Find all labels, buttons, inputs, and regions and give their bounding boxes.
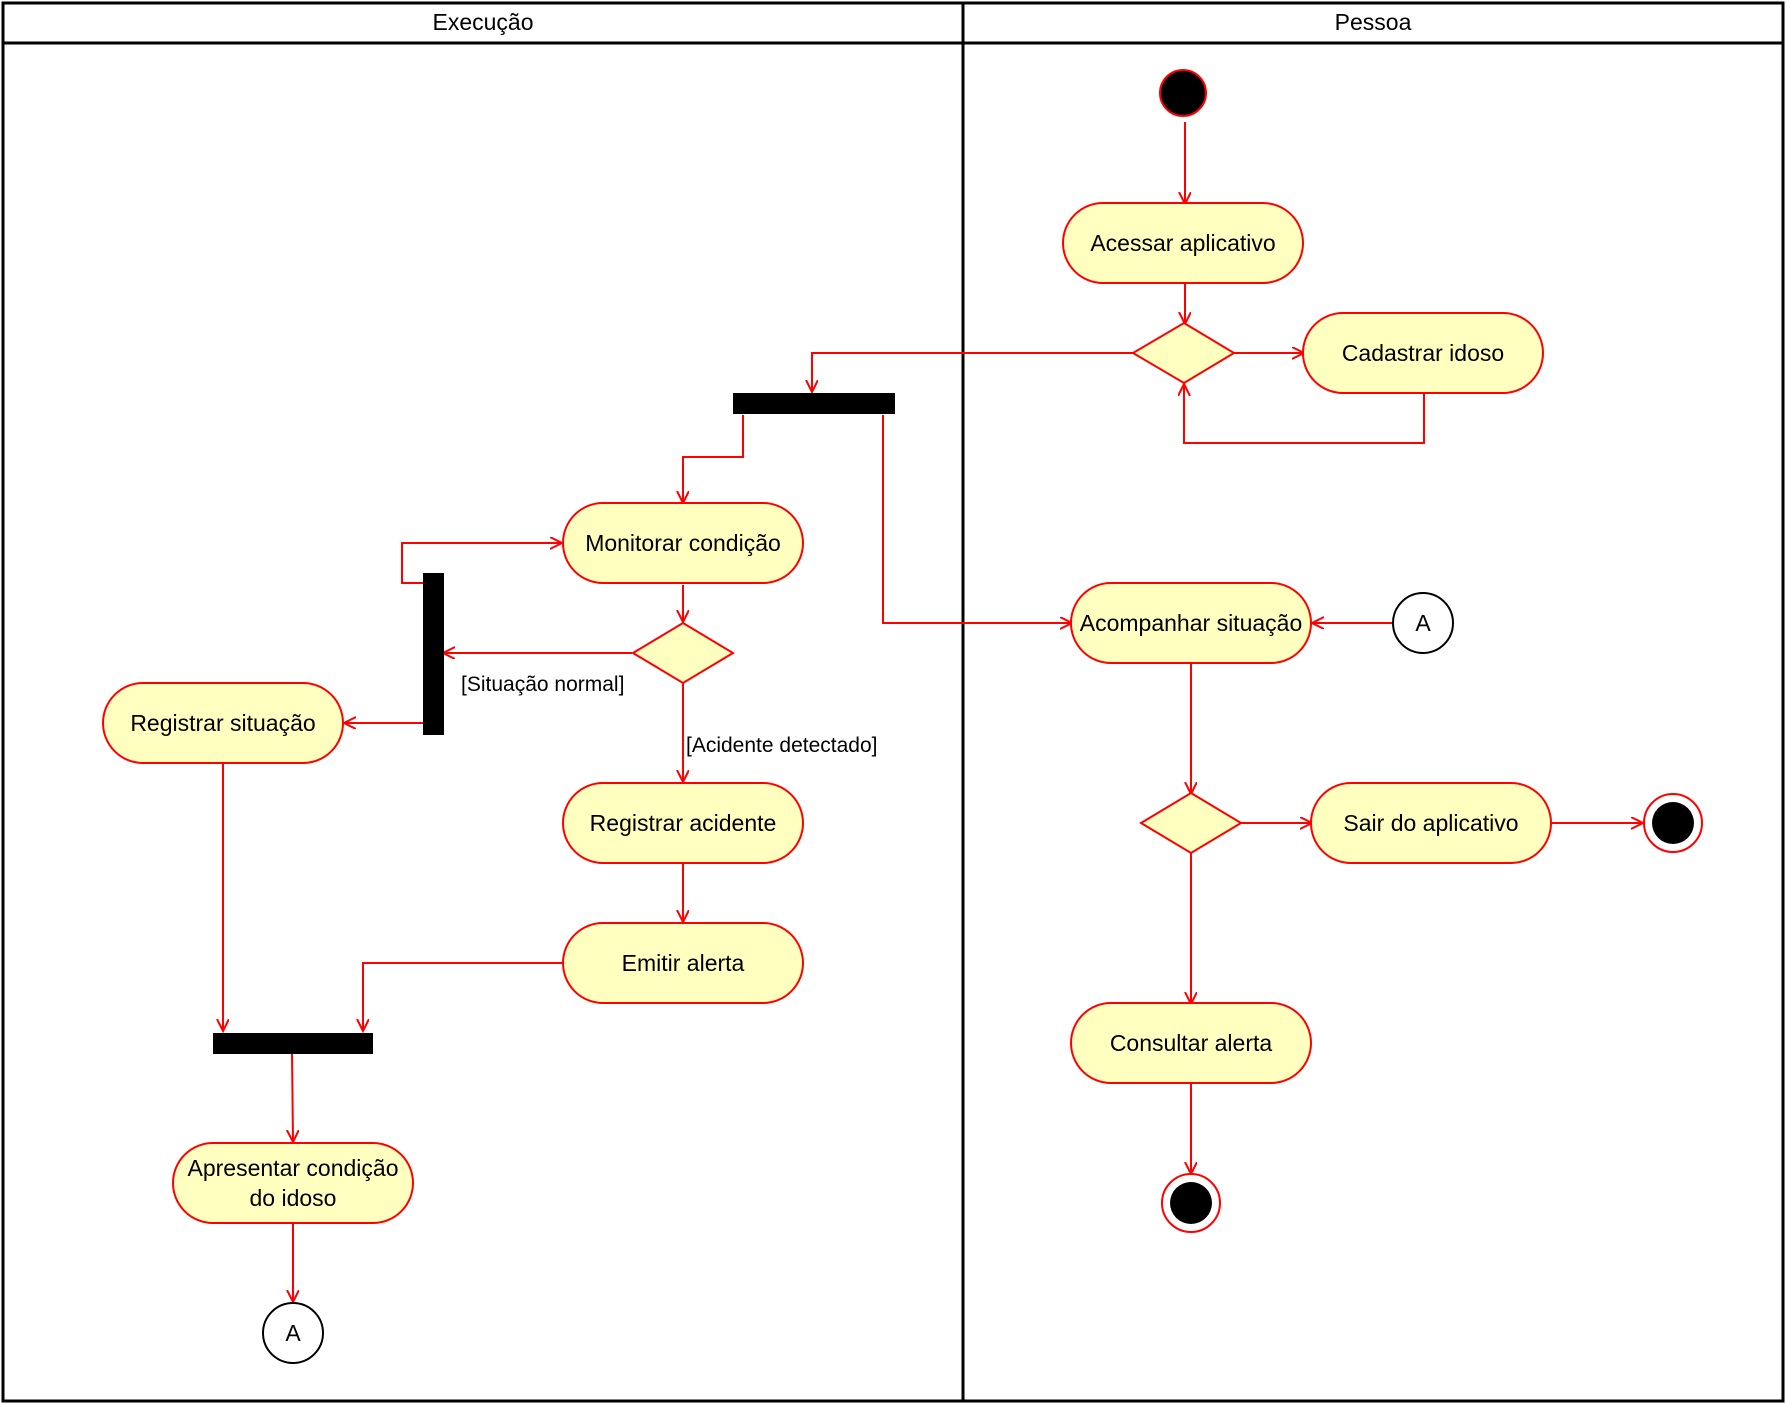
flow-fork-to-acompanhar	[882, 415, 1071, 623]
decision-node-cadastro	[1131, 321, 1236, 385]
activity-label: Acompanhar situação	[1080, 610, 1302, 636]
activity-acompanhar-situacao: Acompanhar situação	[1070, 582, 1312, 664]
final-node-sair	[1643, 793, 1703, 853]
activity-label: Emitir alerta	[622, 950, 745, 976]
join-bar-bottom	[213, 1033, 373, 1054]
guard-acidente-detectado: [Acidente detectado]	[686, 734, 877, 757]
activity-label: Monitorar condição	[585, 530, 781, 556]
decision-node-acompanhamento	[1139, 791, 1243, 855]
flow-fork-to-monitorar	[683, 415, 744, 502]
flow-cadastrar-back-to-decision	[1184, 385, 1425, 444]
connector-label: A	[285, 1320, 301, 1346]
flows	[223, 122, 1642, 1301]
flow-join-to-apresentar	[292, 1052, 293, 1141]
flow-decision-to-fork	[812, 352, 1133, 391]
swimlane-pessoa: Pessoa	[961, 1, 1785, 1403]
activity-registrar-acidente: Registrar acidente	[562, 782, 804, 864]
activity-monitorar-condicao: Monitorar condição	[562, 502, 804, 584]
lane-title-execucao: Execução	[432, 9, 533, 35]
activity-sair-do-aplicativo: Sair do aplicativo	[1310, 782, 1552, 864]
join-bar-vertical	[423, 573, 444, 735]
flow-bar-back-to-monitorar	[401, 543, 561, 584]
decision-node-monitoramento	[631, 621, 735, 685]
connector-a-bottom: A	[262, 1302, 324, 1364]
activity-label-line2: do idoso	[250, 1185, 337, 1211]
activity-label: Cadastrar idoso	[1342, 340, 1504, 366]
activity-registrar-situacao: Registrar situação	[102, 682, 344, 764]
activity-label-line1: Apresentar condição	[188, 1155, 399, 1181]
activity-acessar-aplicativo: Acessar aplicativo	[1062, 202, 1304, 284]
initial-node	[1159, 69, 1207, 117]
lane-title-pessoa: Pessoa	[1335, 9, 1412, 35]
fork-bar-top	[733, 393, 895, 414]
activity-emitir-alerta: Emitir alerta	[562, 922, 804, 1004]
activity-consultar-alerta: Consultar alerta	[1070, 1002, 1312, 1084]
activity-apresentar-condicao: Apresentar condição do idoso	[172, 1142, 414, 1224]
activity-label: Acessar aplicativo	[1090, 230, 1275, 256]
final-node-consultar	[1161, 1173, 1221, 1233]
activity-label: Registrar situação	[130, 710, 315, 736]
activity-label: Registrar acidente	[590, 810, 777, 836]
activity-label: Consultar alerta	[1110, 1030, 1273, 1056]
activity-label: Sair do aplicativo	[1343, 810, 1518, 836]
connector-label: A	[1415, 610, 1431, 636]
guard-situacao-normal: [Situação normal]	[461, 673, 624, 696]
connector-a-right: A	[1392, 592, 1454, 654]
flow-emitir-to-join	[363, 962, 563, 1030]
activity-cadastrar-idoso: Cadastrar idoso	[1302, 312, 1544, 394]
